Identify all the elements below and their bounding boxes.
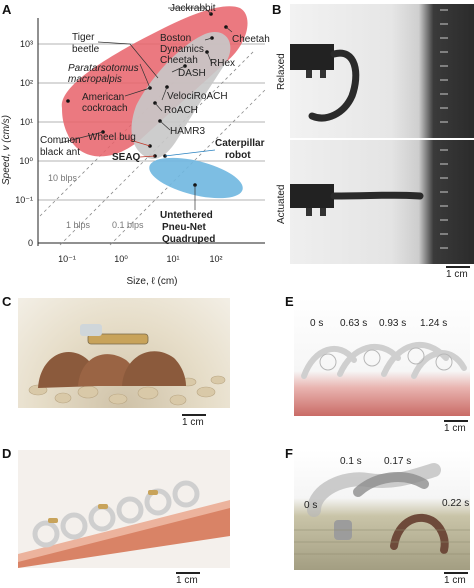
scale-label-f: 1 cm <box>444 574 466 586</box>
scale-label-d: 1 cm <box>176 574 198 586</box>
photo-timelapse-e <box>294 298 470 416</box>
label-roach: RoACH <box>164 105 198 116</box>
y-tick-2: 10¹ <box>20 117 33 127</box>
y-tick-labels: 10⁻¹ 10⁰ 10¹ 10² 10³ <box>15 39 33 205</box>
time-e-3: 1.24 s <box>420 318 448 329</box>
point-labels: Jackrabbit Cheetah Tiger beetle Boston D… <box>40 3 270 245</box>
scale-bar-b: 1 cm <box>446 266 470 280</box>
photo-robot-pipe <box>18 450 230 568</box>
label-black-ant-1: Common <box>40 135 81 146</box>
time-e-0: 0 s <box>310 318 324 329</box>
label-tiger-beetle-1: Tiger <box>72 32 95 43</box>
label-boston-2: Dynamics <box>160 44 204 55</box>
scale-bar-f: 1 cm <box>444 572 468 586</box>
label-caterpillar-1: Caterpillar <box>215 138 265 149</box>
label-actuated: Actuated <box>276 184 287 224</box>
label-untethered-3: Quadruped <box>162 234 215 245</box>
label-american-1: American <box>82 92 124 103</box>
scale-label-e: 1 cm <box>444 422 466 434</box>
label-caterpillar-2: robot <box>225 150 251 161</box>
leader-lines <box>59 7 233 210</box>
label-rhex: RHex <box>210 58 235 69</box>
blps-label-10: 10 blps <box>48 173 78 183</box>
y-tick-1: 10⁰ <box>19 156 33 166</box>
label-velociroach: VelociRoACH <box>167 91 228 102</box>
label-paratarsotomus-1: Paratarsotomus <box>68 63 139 74</box>
label-hamr: HAMR3 <box>170 126 205 137</box>
point-paratarsotomus <box>66 99 70 103</box>
scale-bar-d: 1 cm <box>176 572 200 586</box>
time-f-0: 0 s <box>304 500 318 511</box>
time-f-1: 0.1 s <box>340 456 362 467</box>
label-tiger-beetle-2: beetle <box>72 44 100 55</box>
photo-relaxed <box>290 4 474 138</box>
label-paratarsotomus-2: macropalpis <box>68 74 122 85</box>
blps-line-1 <box>59 49 256 246</box>
y-axis-label: Speed, v (cm/s) <box>1 115 12 185</box>
x-axis-label: Size, ℓ (cm) <box>126 276 177 287</box>
soft-robot-region <box>149 157 243 199</box>
y-tick-4: 10³ <box>20 39 33 49</box>
panel-letter-d: D <box>2 446 12 461</box>
robot-region <box>131 32 231 159</box>
label-cheetah: Cheetah <box>232 34 270 45</box>
time-f-3: 0.22 s <box>442 498 470 509</box>
scale-bar-e: 1 cm <box>444 420 468 434</box>
panel-letter-d-right: E <box>285 294 294 309</box>
y-tick-0: 10⁻¹ <box>15 195 33 205</box>
scale-bar-c: 1 cm <box>182 414 206 428</box>
panel-letter-b: B <box>272 2 282 17</box>
photo-timelapse-f <box>294 450 470 570</box>
label-relaxed: Relaxed <box>276 53 287 90</box>
label-wheel-bug: Wheel bug <box>88 132 136 143</box>
scale-label-c: 1 cm <box>182 416 204 428</box>
x-tick-0: 10⁻¹ <box>58 254 76 264</box>
photo-actuated <box>290 140 474 264</box>
y-tick-3: 10² <box>20 78 33 88</box>
panel-letter-a: A <box>2 2 12 17</box>
panel-letter-c: C <box>2 294 12 309</box>
label-untethered-2: Pneu-Net <box>162 222 207 233</box>
x-tick-labels: 10⁻¹ 10⁰ 10¹ 10² <box>58 254 222 264</box>
label-black-ant-2: black ant <box>40 147 80 158</box>
scale-label-b: 1 cm <box>446 268 468 280</box>
label-dash: DASH <box>178 68 206 79</box>
label-american-2: cockroach <box>82 103 128 114</box>
label-untethered-1: Untethered <box>160 210 213 221</box>
x-tick-2: 10¹ <box>166 254 179 264</box>
time-e-1: 0.63 s <box>340 318 368 329</box>
x-tick-1: 10⁰ <box>114 254 128 264</box>
label-seaq: SEAQ <box>112 152 141 163</box>
label-boston-1: Boston <box>160 33 191 44</box>
label-jackrabbit: Jackrabbit <box>170 3 216 14</box>
time-f-2: 0.17 s <box>384 456 412 467</box>
time-e-2: 0.93 s <box>379 318 407 329</box>
blps-label-1: 1 blps <box>66 220 91 230</box>
blps-label-01: 0.1 blps <box>112 220 144 230</box>
photo-robot-pebbles <box>18 298 230 408</box>
x-tick-3: 10² <box>209 254 222 264</box>
label-boston-3: Cheetah <box>160 55 198 66</box>
panel-letter-f: F <box>285 446 293 461</box>
y-zero-label: 0 <box>28 238 33 248</box>
